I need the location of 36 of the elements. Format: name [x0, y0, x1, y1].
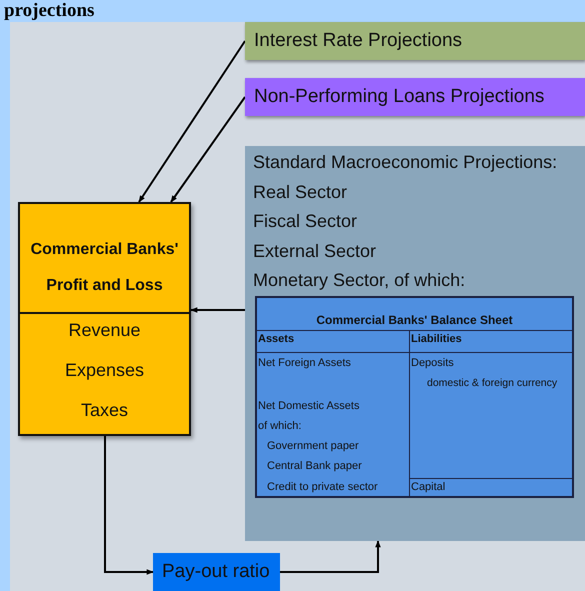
arrow — [280, 540, 381, 573]
input-box — [245, 22, 585, 60]
title: projections — [4, 0, 94, 21]
table-cell-text: Deposits — [411, 357, 454, 369]
box-label: Interest Rate Projections — [254, 30, 462, 52]
table-cell-text: Net Domestic Assets — [258, 400, 360, 412]
table-cell-text: Capital — [411, 481, 446, 493]
balance-sheet-table — [255, 296, 574, 498]
input-box — [245, 78, 585, 116]
box-heading: Commercial Banks' Profit and Loss — [30, 240, 180, 296]
table-cell-text: Net Foreign Assets — [258, 357, 351, 369]
sector-label: Real Sector — [253, 182, 348, 202]
column-header: Assets — [258, 333, 294, 345]
sector-label: External Sector — [253, 240, 376, 262]
arrow — [170, 96, 246, 203]
table-cell-text: of which: — [258, 420, 302, 432]
sector-label: Monetary Sector, of which: — [253, 270, 466, 291]
box-label: Pay-out ratio — [162, 561, 270, 583]
profit-loss-box — [18, 202, 191, 436]
item-label: Taxes — [80, 400, 130, 421]
table-cell-text: Central Bank paper — [267, 460, 362, 472]
item-label: Expenses — [64, 360, 146, 381]
column-header: Liabilities — [411, 333, 462, 345]
projections-panel — [245, 146, 585, 541]
process-box — [153, 553, 280, 591]
arrow — [138, 40, 246, 203]
sector-label: Fiscal Sector — [253, 211, 358, 232]
item-label: Revenue — [67, 320, 142, 341]
panel-heading: Standard Macroeconomic Projections: — [253, 152, 558, 173]
arrow — [104, 436, 154, 575]
table-cell-text: Government paper — [267, 440, 359, 452]
table-cell-text: Credit to private sector — [267, 481, 378, 493]
box-label: Non-Performing Loans Projections — [254, 86, 544, 108]
arrow — [190, 307, 245, 313]
table-cell-text: domestic & foreign currency — [427, 377, 558, 389]
table-title: Commercial Banks' Balance Sheet — [315, 313, 514, 327]
